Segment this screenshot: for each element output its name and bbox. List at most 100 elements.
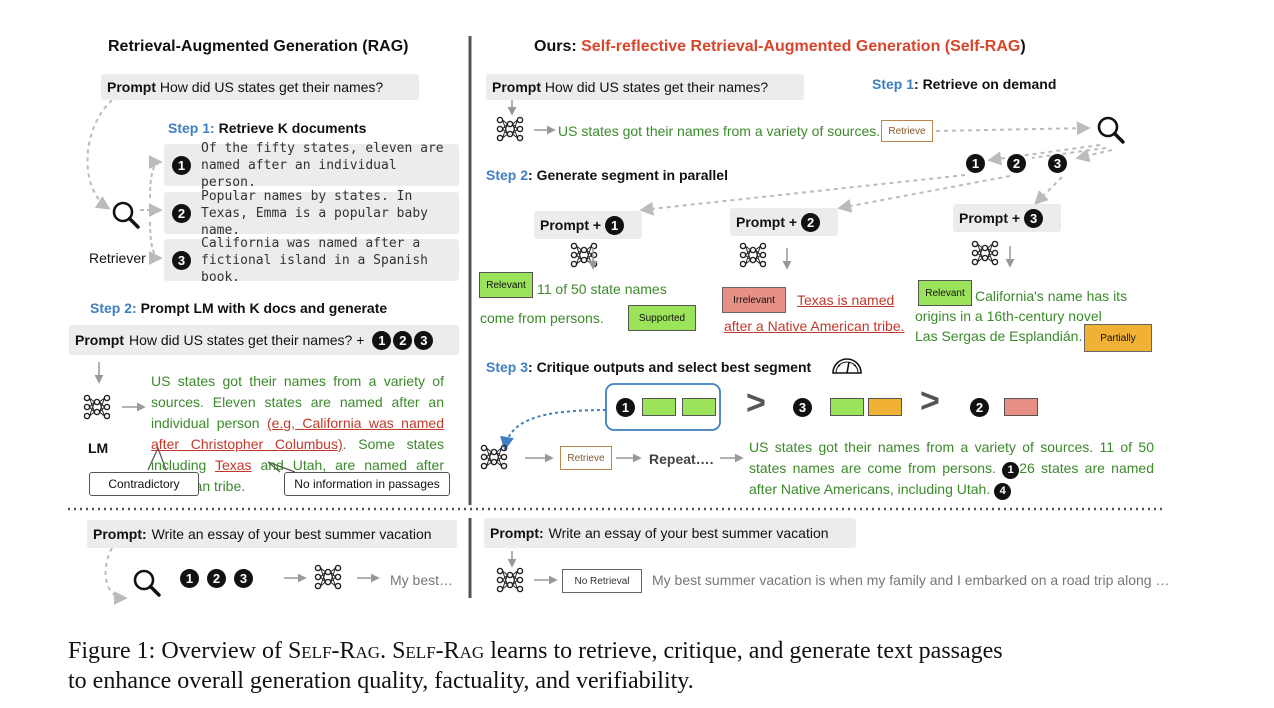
figure-caption-line2: to enhance overall generation quality, f… (68, 668, 694, 694)
prompt-plus-label: Prompt + (959, 210, 1021, 226)
right-step1: Step 1: Retrieve on demand (872, 76, 1056, 92)
doc-3-number: 3 (172, 250, 191, 270)
seg2-irrelevant-tag: Irrelevant (722, 287, 786, 313)
doc-1: 1 Of the fifty states, eleven are named … (164, 141, 459, 190)
left-prompt-box: Prompt How did US states get their names… (101, 74, 419, 100)
doc-num-3: 3 (414, 330, 434, 350)
rank-second-tag-green (830, 398, 864, 416)
doc-num-1: 1 (966, 154, 985, 173)
right-first-output: US states got their names from a variety… (558, 123, 881, 139)
output-part: . Some states including (151, 436, 444, 473)
final-output-text: US states got their names from a variety… (749, 437, 1154, 500)
right-magnifier-icon (1097, 116, 1125, 144)
step1-text: : Retrieve on demand (914, 76, 1057, 92)
retrieve-tag: Retrieve (881, 120, 933, 142)
lm-label: LM (88, 440, 109, 456)
seg1-relevant-tag: Relevant (479, 272, 533, 298)
prompt-label: Prompt (75, 332, 124, 348)
output-contradictory-part: (e.g, California was named after Christo… (151, 415, 444, 452)
prompt-label: Prompt: (490, 525, 544, 541)
bottom-prompt-text: Write an essay of your best summer vacat… (548, 525, 829, 541)
title-prefix: Ours: (534, 38, 582, 55)
best-segment-frame (605, 383, 721, 431)
noinfo-callout: No information in passages (284, 472, 450, 496)
doc-num-1: 1 (180, 569, 199, 588)
prompt-plus-1: Prompt + 1 (534, 211, 642, 239)
right-panel-title: Ours: Self-reflective Retrieval-Augmente… (534, 38, 1026, 56)
greater-than-symbol: > (920, 382, 940, 420)
step1-number: Step 1 (872, 76, 915, 92)
prompt-plus-label: Prompt + (540, 217, 602, 233)
left-panel-title: Retrieval-Augmented Generation (RAG) (108, 38, 409, 55)
bottom-left-magnifier-icon (133, 569, 161, 597)
prompt-text: How did US states get their names? (159, 79, 384, 95)
doc-2: 2 Popular names by states. In Texas, Emm… (164, 189, 459, 238)
step3-number: Step 3 (486, 359, 529, 375)
no-retrieval-tag: No Retrieval (562, 569, 642, 593)
caption-prefix: Figure 1: Overview of (68, 638, 288, 664)
step2-text: : Generate segment in parallel (528, 167, 728, 183)
contradictory-callout: Contradictory (89, 472, 199, 496)
left-bottom-output: My best… (390, 572, 454, 588)
step1-number: Step 1: (168, 120, 215, 136)
doc-num-1: 1 (372, 330, 392, 350)
lm-network-icon (83, 394, 111, 420)
right-step2: Step 2: Generate segment in parallel (486, 167, 728, 183)
seg2-text-a: Texas is named (797, 292, 895, 308)
prompt-plus-label: Prompt + (736, 214, 798, 230)
rag-output-text: US states got their names from a variety… (151, 371, 444, 497)
seg3-text-b: origins in a 16th-century novel (915, 308, 1102, 324)
caption-name: Self-Rag (392, 638, 485, 664)
seg1-supported-tag: Supported (628, 305, 696, 331)
doc-1-number: 1 (172, 155, 191, 175)
doc-2-text: Popular names by states. In Texas, Emma … (201, 188, 428, 238)
rank-third-tag-red (1004, 398, 1038, 416)
output-part: and Utah, are named after (260, 457, 444, 473)
critique-gauge-icon (832, 358, 862, 374)
left-step1: Step 1: Retrieve K documents (168, 120, 366, 136)
seg1-text-a: 11 of 50 state names (537, 281, 667, 297)
segment2-network-icon (739, 242, 767, 268)
doc-3: 3 California was named after a fictional… (164, 236, 459, 285)
output-noinfo-part: Texas (214, 457, 252, 473)
prompt-label: Prompt (107, 79, 156, 95)
segment-num: 2 (801, 212, 821, 232)
prompt-label: Prompt: (93, 526, 147, 542)
seg1-text-b: come from persons. (480, 310, 604, 326)
output-part: US states got their names from a variety… (151, 373, 444, 431)
right-step3: Step 3: Critique outputs and select best… (486, 359, 811, 375)
right-prompt-box: Prompt How did US states get their names… (486, 74, 804, 100)
rank-first-tag-green-2 (682, 398, 716, 416)
retrieved-doc-numbers: 1 2 3 (966, 154, 1067, 173)
title-abbr: Self-RAG (950, 38, 1021, 55)
rank-first-tag-green-1 (642, 398, 676, 416)
retriever-label: Retriever (89, 250, 146, 266)
right-bottom-output: My best summer vacation is when my famil… (652, 572, 1170, 588)
title-close: ) (1020, 38, 1026, 55)
step2-number: Step 2 (486, 167, 529, 183)
step1-text: Retrieve K documents (218, 120, 367, 136)
segment-num: 3 (1024, 208, 1044, 228)
step3-retrieve-tag: Retrieve (560, 446, 612, 470)
prompt-plus-3: Prompt + 3 (953, 204, 1061, 232)
seg3-relevant-tag: Relevant (918, 280, 972, 306)
retriever-magnifier-icon (112, 201, 140, 229)
rank-first-number: 1 (616, 398, 635, 417)
right-bottom-prompt: Prompt: Write an essay of your best summ… (484, 518, 856, 548)
final-segment-num-1: 1 (1002, 462, 1020, 479)
caption-rest: learns to retrieve, critique, and genera… (484, 638, 1003, 664)
step3-text: : Critique outputs and select best segme… (528, 359, 812, 375)
rank-second-number: 3 (793, 398, 812, 417)
seg3-text-a: California's name has its (975, 288, 1128, 304)
left-step2: Step 2: Prompt LM with K docs and genera… (90, 300, 387, 316)
figure-caption-line1: Figure 1: Overview of Self-Rag. Self-Rag… (68, 636, 1003, 666)
seg3-text-c: Las Sergas de Esplandián. (915, 328, 1083, 344)
doc-3-text: California was named after a fictional i… (201, 235, 428, 285)
seg2-text-b: after a Native American tribe. (724, 318, 905, 334)
caption-name: Self-Rag (287, 638, 381, 664)
step2-text: Prompt LM with K docs and generate (140, 300, 388, 316)
prompt-label: Prompt (492, 79, 541, 95)
bottom-prompt-text: Write an essay of your best summer vacat… (151, 526, 432, 542)
right-network-icon (496, 116, 524, 142)
seg3-partially-tag: Partially (1084, 324, 1152, 352)
